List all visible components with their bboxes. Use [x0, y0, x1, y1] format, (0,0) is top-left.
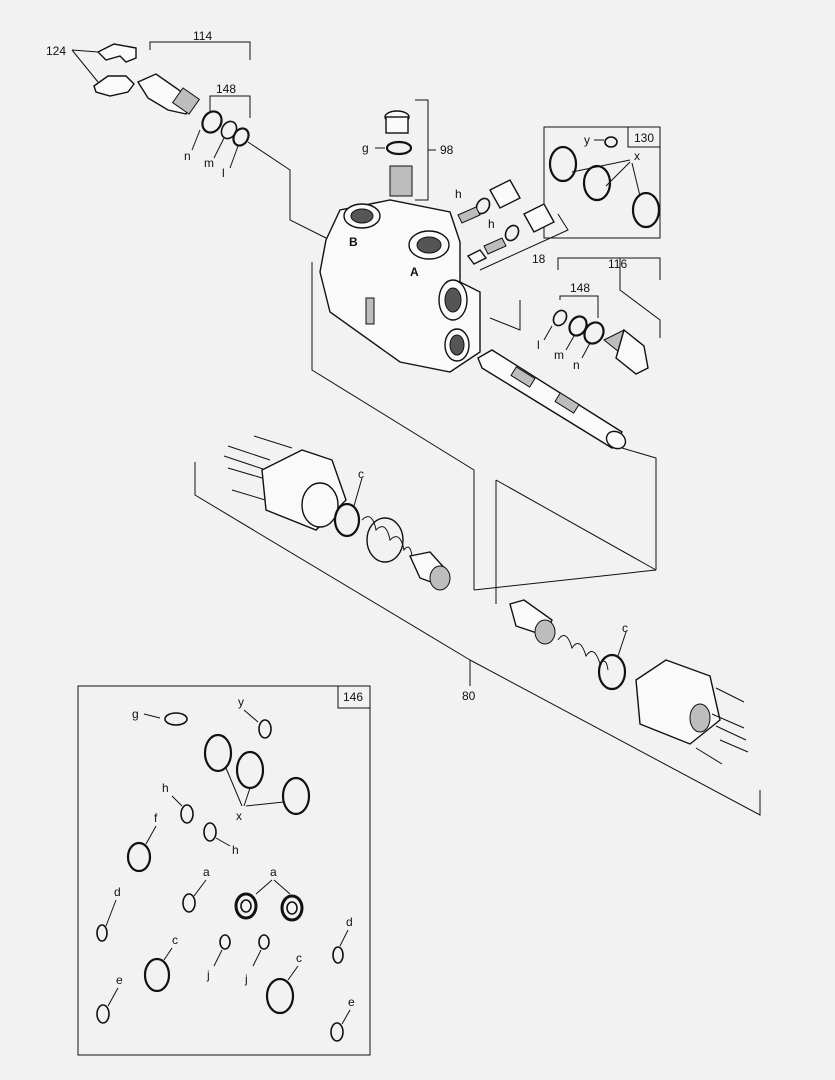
callout-148-top: 148 [216, 82, 236, 96]
letter-m-2: m [554, 348, 564, 362]
group-114-bracket: 114 148 n m l [149, 29, 331, 241]
callout-98: 98 [440, 143, 454, 157]
port-A-label: A [410, 265, 419, 279]
letter-l-1: l [222, 166, 225, 180]
letter-c-1: c [358, 467, 364, 481]
letter-e-1: e [116, 973, 123, 987]
group-116: 116 148 l m n [489, 257, 661, 375]
callout-80: 80 [462, 689, 476, 703]
letter-x-1: x [634, 149, 640, 163]
callout-114: 114 [193, 29, 212, 43]
letter-n-1: n [184, 149, 191, 163]
letter-x-2: x [236, 809, 242, 823]
letter-d-2: d [346, 915, 353, 929]
spool [477, 349, 627, 450]
callout-18: 18 [532, 252, 546, 266]
letter-c-2: c [622, 621, 628, 635]
letter-g-2: g [132, 707, 139, 721]
group-130-box: 130 y x [543, 126, 661, 239]
callout-130: 130 [634, 131, 654, 145]
right-spring-cap-assembly: c 80 [462, 447, 761, 816]
letter-f: f [154, 811, 158, 825]
port-B-label: B [349, 235, 358, 249]
letter-y-2: y [238, 695, 244, 709]
callout-124: 124 [46, 44, 66, 58]
letter-y-1: y [584, 133, 590, 147]
letter-h-4: h [232, 843, 239, 857]
letter-l-2: l [537, 338, 540, 352]
letter-c-3: c [172, 933, 178, 947]
letter-h-3: h [162, 781, 169, 795]
relief-valve-cartridge [136, 73, 201, 115]
callout-116: 116 [608, 257, 627, 271]
group-124-clips: 124 [46, 43, 137, 97]
letter-j-1: j [206, 968, 210, 982]
letter-m-1: m [204, 156, 214, 170]
letter-a-1: a [203, 865, 210, 879]
letter-h-1: h [455, 187, 462, 201]
valve-body: B A [319, 199, 481, 373]
seal-kit-146-box: 146 g y x h h f d a a [77, 685, 371, 1056]
group-98: g 98 [362, 99, 454, 201]
letter-h-2: h [488, 217, 495, 231]
left-spring-cap-assembly: c [194, 262, 475, 661]
letter-a-2: a [270, 865, 277, 879]
letter-e-2: e [348, 995, 355, 1009]
letter-j-2: j [244, 972, 248, 986]
letter-c-4: c [296, 951, 302, 965]
letter-n-2: n [573, 358, 580, 372]
group-18: h h 18 [434, 179, 569, 271]
letter-d-1: d [114, 885, 121, 899]
letter-g-1: g [362, 141, 369, 155]
callout-148-right: 148 [570, 281, 590, 295]
callout-146: 146 [343, 690, 363, 704]
